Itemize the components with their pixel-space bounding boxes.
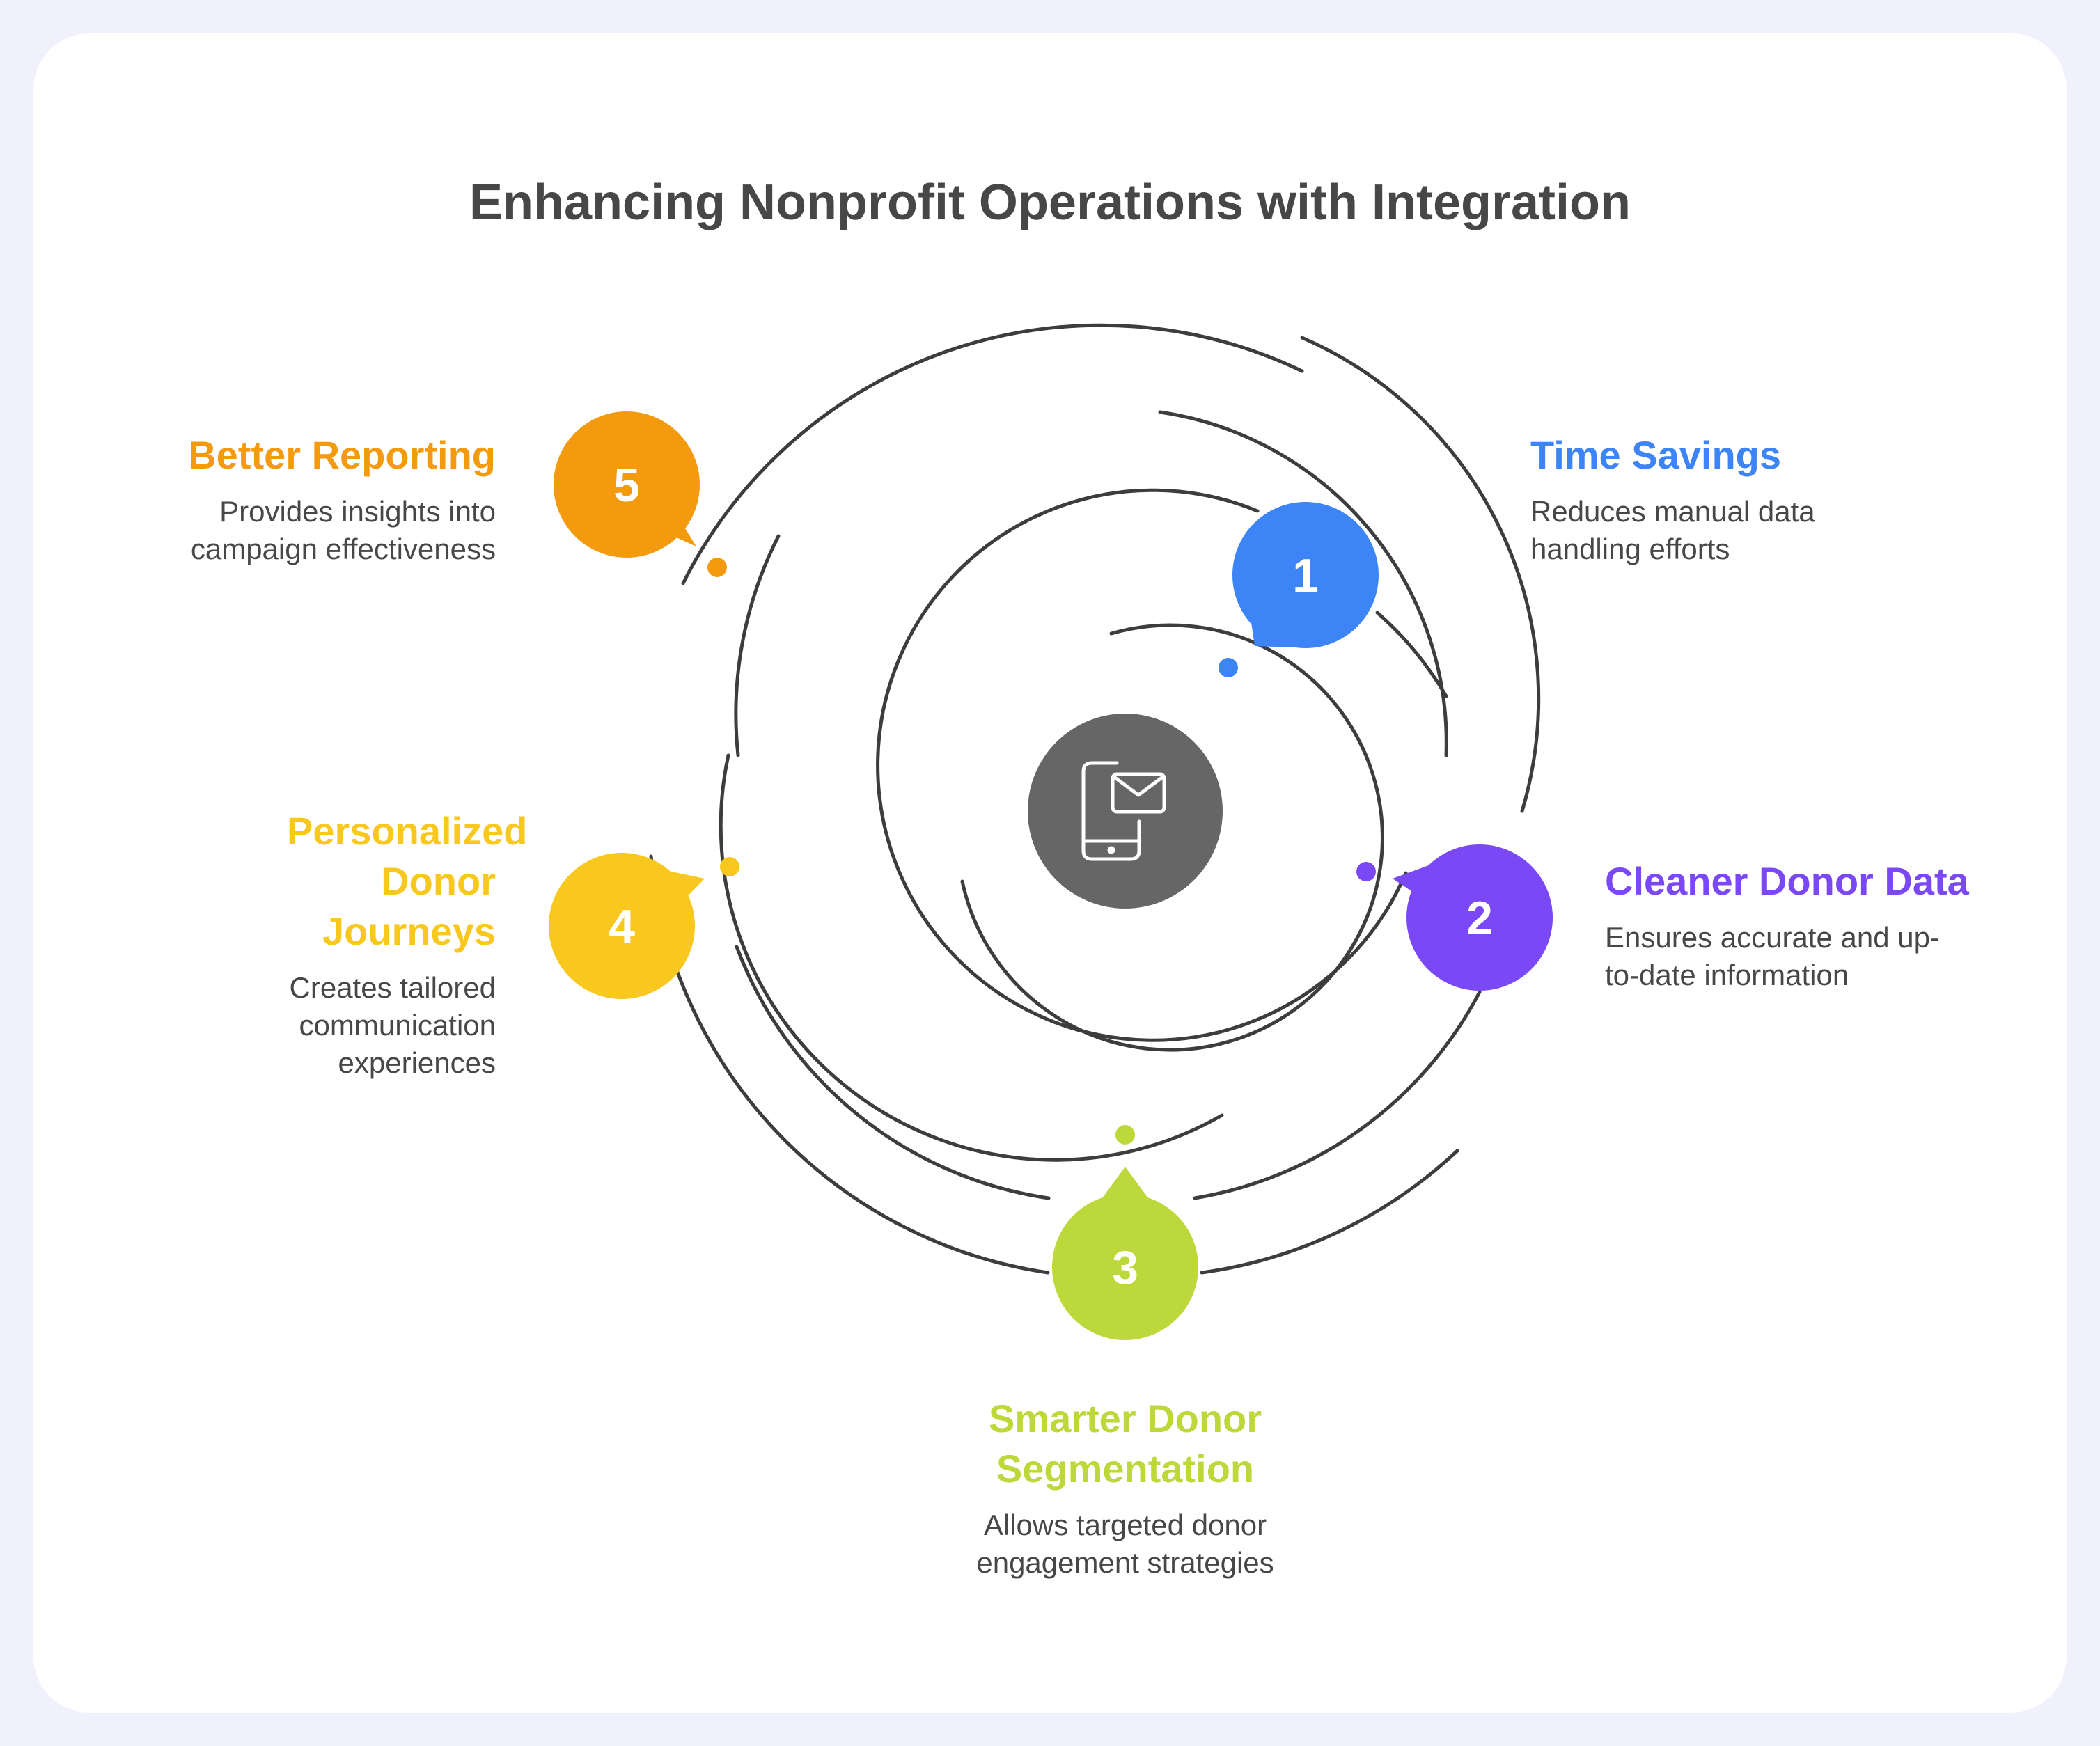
step-5-bubble: 5 [554,411,700,558]
ring-arc [649,854,1050,1275]
marker-dot-3 [1115,1125,1135,1145]
marker-dot-1 [1219,658,1238,677]
step-number: 1 [1292,549,1319,602]
ring-arc [1200,1149,1459,1275]
step-4-label: Personalized Donor Journeys Creates tail… [287,806,528,1082]
step-number: 2 [1466,892,1493,945]
ring-arc [681,323,1304,585]
page-title: Enhancing Nonprofit Operations with Inte… [469,175,1631,230]
step-title: Personalized Donor Journeys [287,809,528,953]
step-1-label: Time Savings Reduces manual data handlin… [1530,430,2018,568]
marker-dot-5 [707,558,727,577]
marker-dot-2 [1356,862,1376,881]
step-2-bubble: 2 [1393,844,1553,991]
step-description: Reduces manual data handling efforts [1530,495,1815,565]
ring-arc [734,534,781,757]
ring-arc [960,623,1384,1052]
ring-arc [1158,410,1448,757]
step-1-bubble: 1 [1232,502,1379,648]
ring-arc [735,945,1051,1200]
step-3-label: Smarter Donor Segmentation Allows target… [916,1394,1334,1582]
marker-dot-4 [720,857,739,876]
step-description: Provides insights into campaign effectiv… [190,495,496,565]
ring-arc [1300,336,1541,813]
ring-arc [1193,990,1482,1200]
step-3-bubble: 3 [1052,1167,1198,1340]
step-5-label: Better Reporting Provides insights into … [148,430,496,568]
phone-mail-icon [1081,761,1166,861]
step-title: Smarter Donor Segmentation [988,1397,1262,1491]
step-4-bubble: 4 [549,853,705,999]
step-2-label: Cleaner Donor Data Ensures accurate and … [1605,856,2092,994]
ring-arc [876,488,1408,1042]
step-description: Creates tailored communication experienc… [289,971,496,1079]
step-description: Ensures accurate and up-to-date informat… [1605,921,1940,991]
step-number: 5 [613,459,640,512]
ring-arc [1375,611,1448,698]
step-number: 4 [609,900,635,953]
step-title: Time Savings [1530,433,1782,477]
step-description: Allows targeted donor engagement strateg… [976,1509,1274,1579]
step-title: Better Reporting [188,433,496,477]
step-title: Cleaner Donor Data [1605,859,1969,903]
step-number: 3 [1112,1241,1138,1294]
